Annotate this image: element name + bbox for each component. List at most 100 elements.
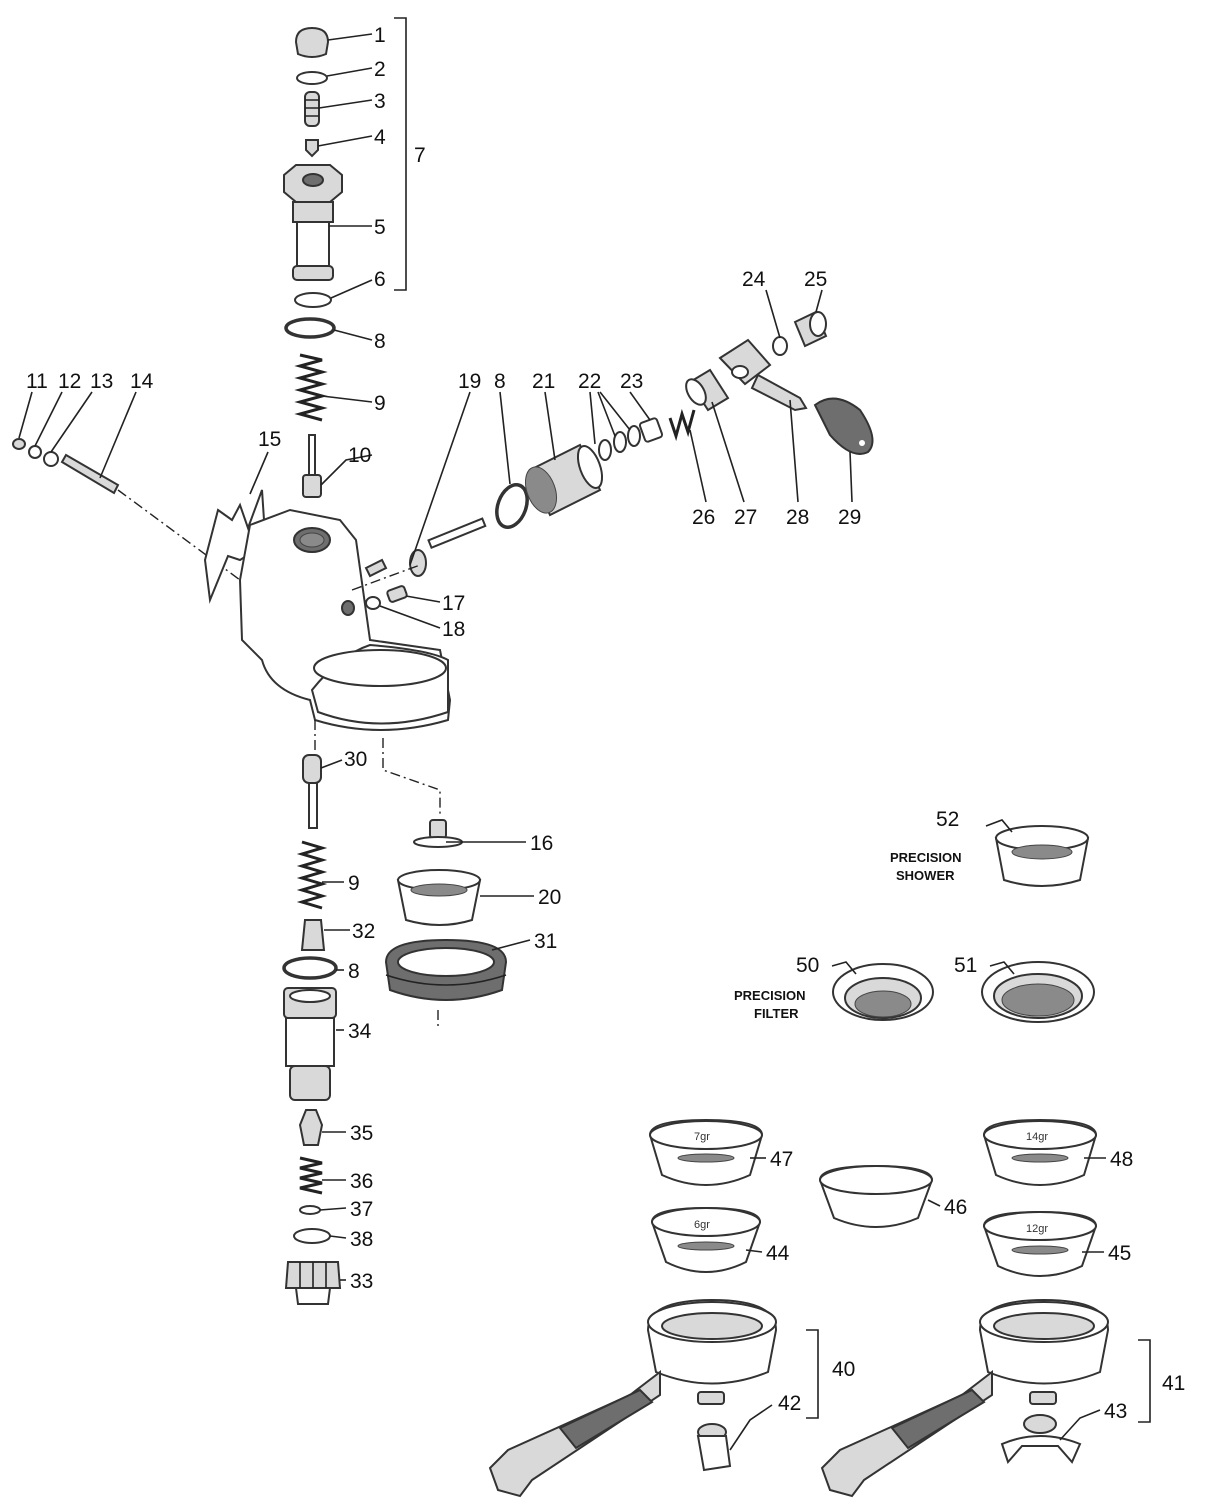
part-4-pin <box>305 139 319 158</box>
label-47: 47 <box>770 1148 793 1171</box>
part-1-cap <box>294 26 330 58</box>
part-46-basket <box>818 1164 934 1228</box>
part-16-screw <box>413 819 463 848</box>
label-6: 6 <box>374 268 386 291</box>
part-26-spring <box>668 408 696 442</box>
label-2: 2 <box>374 58 386 81</box>
label-8-lower: 8 <box>348 960 360 983</box>
label-33: 33 <box>350 1270 373 1293</box>
part-32-sleeve <box>300 919 326 951</box>
label-31: 31 <box>534 930 557 953</box>
label-12: 12 <box>58 370 81 393</box>
part-19-shaft <box>409 517 487 577</box>
caption-filter-line1: PRECISION <box>734 988 806 1003</box>
label-17: 17 <box>442 592 465 615</box>
group-head-body <box>203 489 452 731</box>
part-9-spring <box>294 353 328 422</box>
label-7: 7 <box>414 144 426 167</box>
bracket-41 <box>1138 1339 1151 1423</box>
part-40-portafilter <box>488 1298 778 1498</box>
captions: PRECISION SHOWER PRECISION FILTER <box>734 850 962 1021</box>
part-11-14-pins <box>12 438 120 495</box>
label-29: 29 <box>838 506 861 529</box>
label-3: 3 <box>374 90 386 113</box>
axis-line-shower <box>382 738 441 815</box>
basket-14gr-text: 14gr <box>1026 1131 1048 1143</box>
label-44: 44 <box>766 1242 790 1265</box>
part-35-plunger <box>298 1109 324 1146</box>
part-29-knob <box>813 397 874 455</box>
label-51: 51 <box>954 954 977 977</box>
leader-lines <box>18 33 1106 1451</box>
part-9-spring-lower <box>296 840 328 910</box>
label-30: 30 <box>344 748 367 771</box>
label-1: 1 <box>374 24 386 47</box>
label-43: 43 <box>1104 1400 1127 1423</box>
label-48: 48 <box>1110 1148 1133 1171</box>
part-45-basket <box>982 1210 1098 1277</box>
basket-12gr-text: 12gr <box>1026 1223 1048 1235</box>
label-42: 42 <box>778 1392 801 1415</box>
caption-shower-line1: PRECISION <box>890 850 962 865</box>
label-26: 26 <box>692 506 715 529</box>
part-2-ring <box>296 71 328 85</box>
part-8-oring <box>284 317 336 339</box>
label-32: 32 <box>352 920 375 943</box>
bracket-40 <box>806 1329 819 1419</box>
part-43-double-spout <box>1000 1414 1082 1464</box>
label-8-lever: 8 <box>494 370 506 393</box>
part-number-labels: 1 2 3 4 5 6 7 8 9 10 11 12 13 14 15 17 1… <box>26 24 1185 1423</box>
part-10-pin <box>302 434 322 498</box>
label-19: 19 <box>458 370 481 393</box>
label-11: 11 <box>26 370 48 393</box>
label-45: 45 <box>1108 1242 1131 1265</box>
label-37: 37 <box>350 1198 373 1221</box>
label-5: 5 <box>374 216 386 239</box>
part-50-precision-filter <box>832 963 934 1021</box>
part-48-basket <box>982 1118 1098 1186</box>
label-16: 16 <box>530 832 553 855</box>
part-44-basket <box>650 1206 762 1273</box>
label-24: 24 <box>742 268 766 291</box>
part-47-basket <box>648 1118 764 1186</box>
part-28-lever-arm <box>718 338 808 412</box>
label-52: 52 <box>936 808 959 831</box>
part-21-cylinder <box>524 443 604 517</box>
part-51-filter <box>981 961 1095 1023</box>
basket-6gr-text: 6gr <box>694 1219 710 1231</box>
label-41: 41 <box>1162 1372 1185 1395</box>
label-15: 15 <box>258 428 281 451</box>
part-41-portafilter <box>820 1298 1110 1498</box>
label-40: 40 <box>832 1358 855 1381</box>
part-33-nut <box>284 1261 342 1305</box>
label-25: 25 <box>804 268 827 291</box>
part-24-25-bushing <box>772 310 828 356</box>
label-13: 13 <box>90 370 113 393</box>
label-20: 20 <box>538 886 561 909</box>
axis-line-lever <box>351 564 421 591</box>
basket-markings: 7gr 14gr 6gr 12gr <box>694 1131 1048 1235</box>
part-20-shower <box>396 869 482 926</box>
part-42-spout <box>696 1423 732 1472</box>
label-21: 21 <box>532 370 555 393</box>
part-36-spring <box>299 1156 323 1195</box>
bracket-7 <box>394 17 407 291</box>
label-27: 27 <box>734 506 757 529</box>
part-6-ring <box>294 292 332 308</box>
label-22: 22 <box>578 370 601 393</box>
label-8-top: 8 <box>374 330 386 353</box>
label-35: 35 <box>350 1122 373 1145</box>
label-4: 4 <box>374 126 386 149</box>
label-9-lower: 9 <box>348 872 360 895</box>
part-27-nut <box>685 368 730 412</box>
label-9-top: 9 <box>374 392 386 415</box>
label-36: 36 <box>350 1170 373 1193</box>
label-23: 23 <box>620 370 643 393</box>
part-52-precision-shower <box>994 825 1090 887</box>
part-31-gasket <box>384 938 508 1001</box>
part-22-23-seals <box>598 417 664 461</box>
part-5-valve-body <box>283 164 343 281</box>
label-38: 38 <box>350 1228 373 1251</box>
part-17-18-screws <box>364 558 408 610</box>
basket-7gr-text: 7gr <box>694 1131 710 1143</box>
